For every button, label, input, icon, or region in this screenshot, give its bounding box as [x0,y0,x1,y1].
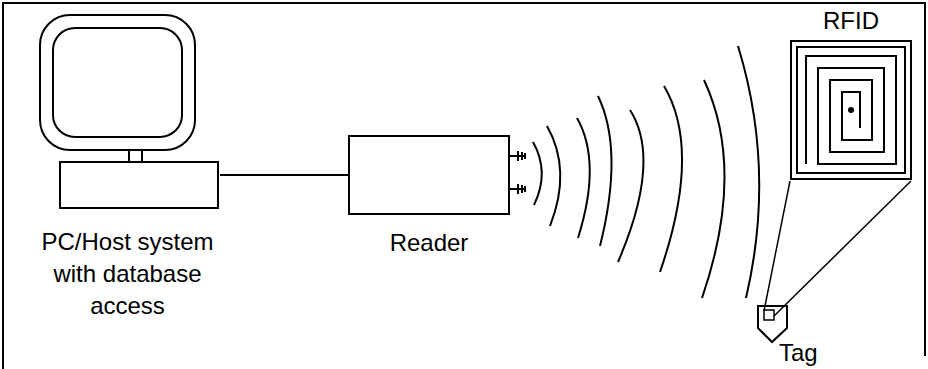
host-computer-outline [35,12,220,212]
chip-marker [764,310,774,320]
frame [3,3,925,369]
antenna-coil [806,56,896,164]
connection-line [220,174,348,176]
node-label: RFID [823,5,879,37]
tag-shape: Tag [757,305,817,345]
inset-outline [791,41,911,179]
frame-border [3,3,925,369]
radio-wave [702,80,725,298]
monitor-outline [40,15,195,150]
radio-wave [598,96,612,246]
coil-outer [797,47,905,173]
reader-outline [349,136,509,214]
radio-wave [738,46,759,298]
reader-box-outline [348,135,510,215]
monitor-screen [53,28,182,137]
monitor-neck [129,150,142,162]
radio-waves [533,46,759,298]
leader-line [774,181,911,316]
radio-wave [577,118,590,238]
zoom-leader [764,181,911,316]
antenna-symbol [510,151,525,161]
coil-terminal [848,107,854,113]
antenna-symbol [510,184,525,194]
tag-outline [758,306,787,342]
rfid-inset: RFID [790,40,912,180]
node-label: Tag [779,341,818,365]
node-label: Reader [390,227,469,259]
radio-wave [533,142,542,205]
host-computer: PC/Host system with database access [35,12,220,322]
radio-wave [660,86,682,272]
radio-wave [547,126,560,226]
rfid-inset-outline [790,40,912,180]
radio-wave [618,110,643,262]
tag-shape-outline [757,305,817,345]
antenna-symbol [510,151,525,194]
reader-box: Reader [348,135,510,215]
node-label: PC/Host system with database access [35,226,220,322]
computer-base [60,162,218,208]
leader-line [764,181,790,311]
